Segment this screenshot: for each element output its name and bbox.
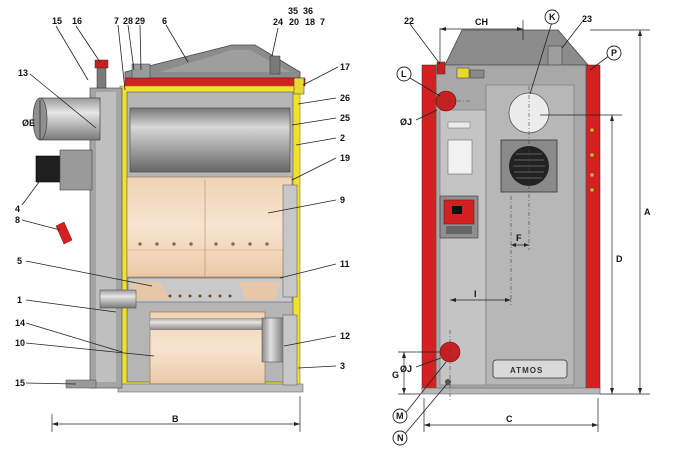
label-6: 6	[162, 16, 167, 26]
fuel-chamber	[126, 176, 293, 278]
label-22: 22	[404, 16, 414, 26]
label-17: 17	[340, 62, 350, 72]
upper-drum	[129, 107, 291, 173]
label-16: 16	[72, 16, 82, 26]
label-15-top: 15	[52, 16, 62, 26]
label-12: 12	[340, 331, 350, 341]
nozzle-row	[138, 242, 269, 246]
dimension-b	[51, 396, 301, 432]
label-14: 14	[15, 318, 25, 328]
label-18: 18	[305, 17, 315, 27]
cross-section-view	[32, 44, 306, 393]
label-4: 4	[15, 204, 20, 214]
label-k: K	[549, 12, 556, 22]
label-19: 19	[340, 153, 350, 163]
label-oe: ØE	[22, 118, 35, 128]
label-p-circle	[606, 45, 622, 61]
rear-top-hood	[444, 29, 589, 66]
label-9: 9	[340, 195, 345, 205]
safety-valve	[94, 59, 109, 69]
label-p: P	[611, 48, 617, 58]
label-15-bottom: 15	[15, 378, 25, 388]
label-11: 11	[340, 259, 350, 269]
dim-label-d: D	[616, 254, 623, 264]
red-lever	[55, 221, 73, 245]
label-5: 5	[17, 256, 22, 266]
rear-dimensions	[398, 20, 650, 432]
label-oj-top: ØJ	[400, 117, 412, 127]
label-7-left: 7	[114, 16, 119, 26]
label-8: 8	[15, 215, 20, 225]
rear-leaders	[403, 21, 611, 436]
label-10: 10	[15, 338, 25, 348]
label-29: 29	[135, 16, 145, 26]
dim-label-b: B	[172, 414, 179, 424]
label-k-circle	[544, 9, 560, 25]
label-i: I	[474, 289, 477, 299]
dim-label-a: A	[644, 207, 651, 217]
flue-outlet	[39, 97, 101, 141]
left-leaders	[21, 24, 339, 385]
label-m: M	[396, 411, 404, 421]
label-2: 2	[340, 133, 345, 143]
top-insulation-red	[124, 77, 306, 87]
label-1: 1	[17, 295, 22, 305]
label-28: 28	[123, 16, 133, 26]
label-g: G	[392, 370, 399, 380]
label-24: 24	[273, 17, 283, 27]
dim-label-c: C	[506, 414, 513, 424]
label-m-circle	[392, 408, 408, 424]
label-l: L	[401, 69, 407, 79]
label-f: F	[516, 233, 522, 243]
dim-label-ch: CH	[475, 17, 488, 27]
label-36: 36	[303, 6, 313, 16]
label-n: N	[397, 433, 404, 443]
label-13: 13	[18, 68, 28, 78]
rear-view: ATMOS	[421, 29, 601, 395]
lower-drum	[150, 318, 265, 330]
label-n-circle	[392, 430, 408, 446]
label-20: 20	[289, 17, 299, 27]
label-25: 25	[340, 113, 350, 123]
label-oj-bottom: ØJ	[400, 364, 412, 374]
label-23: 23	[582, 14, 592, 24]
left-labels: 15 16 7 28 29 6 35 36 24 20 18 7 13 ØE 4…	[15, 6, 350, 424]
label-7-right: 7	[320, 17, 325, 27]
label-3: 3	[340, 361, 345, 371]
label-l-circle	[396, 66, 412, 82]
label-35: 35	[288, 6, 298, 16]
label-26: 26	[340, 93, 350, 103]
brand-plate	[492, 359, 568, 379]
rear-labels: 22 23 L K P ØJ F I ØJ G M N CH A D C	[392, 9, 651, 446]
brand-plate-text: ATMOS	[510, 366, 543, 375]
